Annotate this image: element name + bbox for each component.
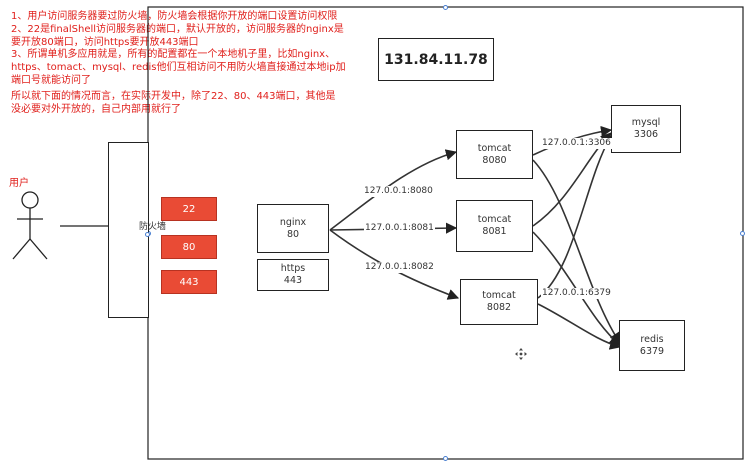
https-name: https — [280, 263, 306, 274]
note-line-2a: 2、22是finalShell访问服务器的端口，默认开放的，访问服务器的ngin… — [11, 24, 344, 35]
note-line-1: 1、用户访问服务器要过防火墙，防火墙会根据你开放的端口设置访问权限 — [11, 11, 338, 22]
redis-name: redis — [640, 333, 664, 345]
port-443-label: 443 — [179, 276, 199, 288]
mysql-port: 3306 — [633, 129, 659, 140]
user-label: 用户 — [9, 178, 29, 189]
move-cursor-icon — [515, 345, 527, 360]
server-ip: 131.84.11.78 — [384, 51, 488, 68]
edge-nginx-8080 — [329, 149, 458, 231]
user-figure — [12, 191, 48, 260]
tomcat-8080-node[interactable]: tomcat 8080 — [456, 130, 533, 179]
edge-label-redis: 127.0.0.1:6379 — [541, 288, 612, 299]
edge-label-8081: 127.0.0.1:8081 — [364, 223, 435, 234]
port-80-label: 80 — [182, 241, 196, 253]
port-22[interactable]: 22 — [161, 197, 217, 221]
tomcat-8080-name: tomcat — [477, 142, 512, 154]
nginx-name: nginx — [279, 216, 307, 228]
edge-label-8082: 127.0.0.1:8082 — [364, 262, 435, 273]
note-line-3b: https、tomact、mysql、redis他们互相访问不用防火墙直接通过本… — [11, 62, 346, 73]
note-line-3c: 端口号就能访问了 — [11, 75, 91, 86]
tomcat-8081-port: 8081 — [482, 226, 507, 237]
mysql-name: mysql — [631, 117, 661, 128]
tomcat-8082-node[interactable]: tomcat 8082 — [460, 279, 538, 325]
redis-port: 6379 — [639, 345, 665, 357]
tomcat-8082-name: tomcat — [482, 290, 516, 301]
note-line-4b: 没必要对外开放的，自己内部用就行了 — [11, 104, 181, 115]
firewall-label: 防火墙 — [139, 222, 167, 232]
port-443[interactable]: 443 — [161, 270, 217, 294]
tomcat-8081-name: tomcat — [477, 214, 512, 225]
edge-label-mysql: 127.0.0.1:3306 — [541, 138, 612, 149]
resize-handle-right[interactable] — [740, 231, 745, 236]
firewall-connection-point[interactable] — [145, 232, 150, 237]
edge-8080-redis — [532, 159, 621, 344]
server-ip-box[interactable]: 131.84.11.78 — [378, 38, 494, 81]
edge-label-8080: 127.0.0.1:8080 — [363, 186, 434, 197]
tomcat-8082-port: 8082 — [486, 302, 512, 313]
https-node[interactable]: https 443 — [257, 259, 329, 291]
firewall-box[interactable]: 防火墙 — [108, 142, 166, 318]
mysql-node[interactable]: mysql 3306 — [611, 105, 681, 153]
resize-handle-bottom[interactable] — [443, 456, 448, 461]
nginx-port: 80 — [286, 228, 300, 240]
https-port: 443 — [283, 275, 303, 286]
resize-handle-top[interactable] — [443, 5, 448, 10]
port-22-label: 22 — [182, 203, 196, 215]
tomcat-8080-port: 8080 — [482, 154, 507, 166]
redis-node[interactable]: redis 6379 — [619, 320, 685, 371]
note-line-3a: 3、所谓单机多应用就是，所有的配置都在一个本地机子里，比如nginx、 — [11, 49, 336, 60]
edge-8082-mysql — [537, 135, 612, 299]
nginx-node[interactable]: nginx 80 — [257, 204, 329, 253]
note-line-4a: 所以就下面的情况而言，在实际开发中，除了22、80、443端口，其他是 — [11, 91, 336, 102]
note-line-2b: 要开放80端口，访问https要开放443端口 — [11, 37, 199, 48]
port-80[interactable]: 80 — [161, 235, 217, 259]
edge-8082-redis — [537, 303, 622, 350]
tomcat-8081-node[interactable]: tomcat 8081 — [456, 200, 533, 252]
